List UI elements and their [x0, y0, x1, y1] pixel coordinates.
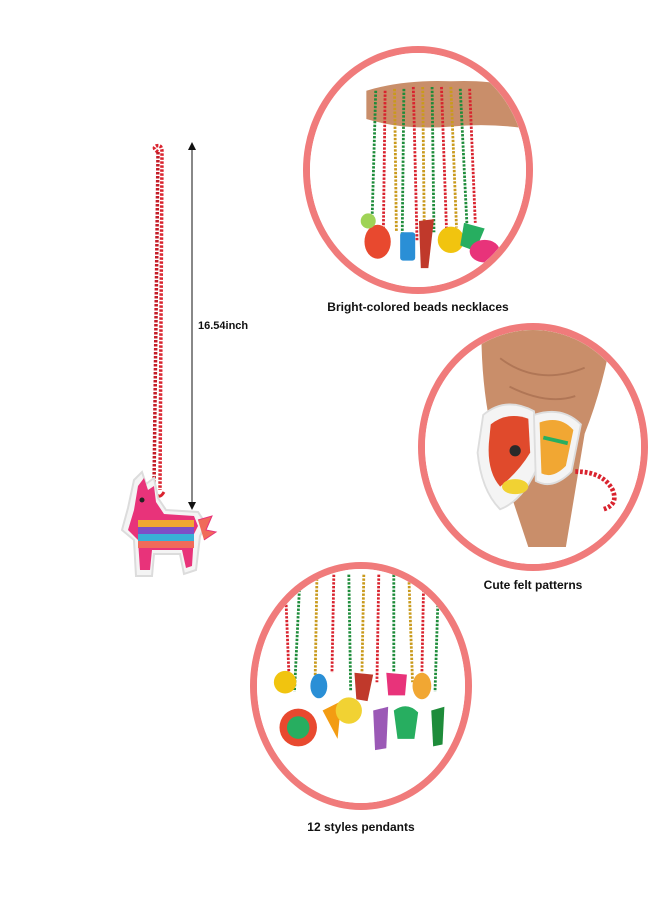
panel-felt-image [418, 323, 648, 571]
caption-beads: Bright-colored beads necklaces [327, 300, 509, 314]
panel-beads-image [303, 46, 533, 294]
dimension-arrow [186, 142, 198, 510]
pinata-necklace-icon [120, 143, 218, 577]
necklace-illustration [100, 140, 220, 590]
beads-bundle-icon [310, 53, 526, 287]
caption-felt: Cute felt patterns [483, 578, 583, 592]
length-label: 16.54inch [198, 320, 249, 332]
hand-pendant-icon [425, 330, 641, 564]
caption-styles: 12 styles pendants [307, 820, 415, 834]
panel-styles-image [250, 562, 472, 810]
pendant-row-icon [257, 569, 465, 803]
vertical-arrow-icon [188, 142, 196, 510]
